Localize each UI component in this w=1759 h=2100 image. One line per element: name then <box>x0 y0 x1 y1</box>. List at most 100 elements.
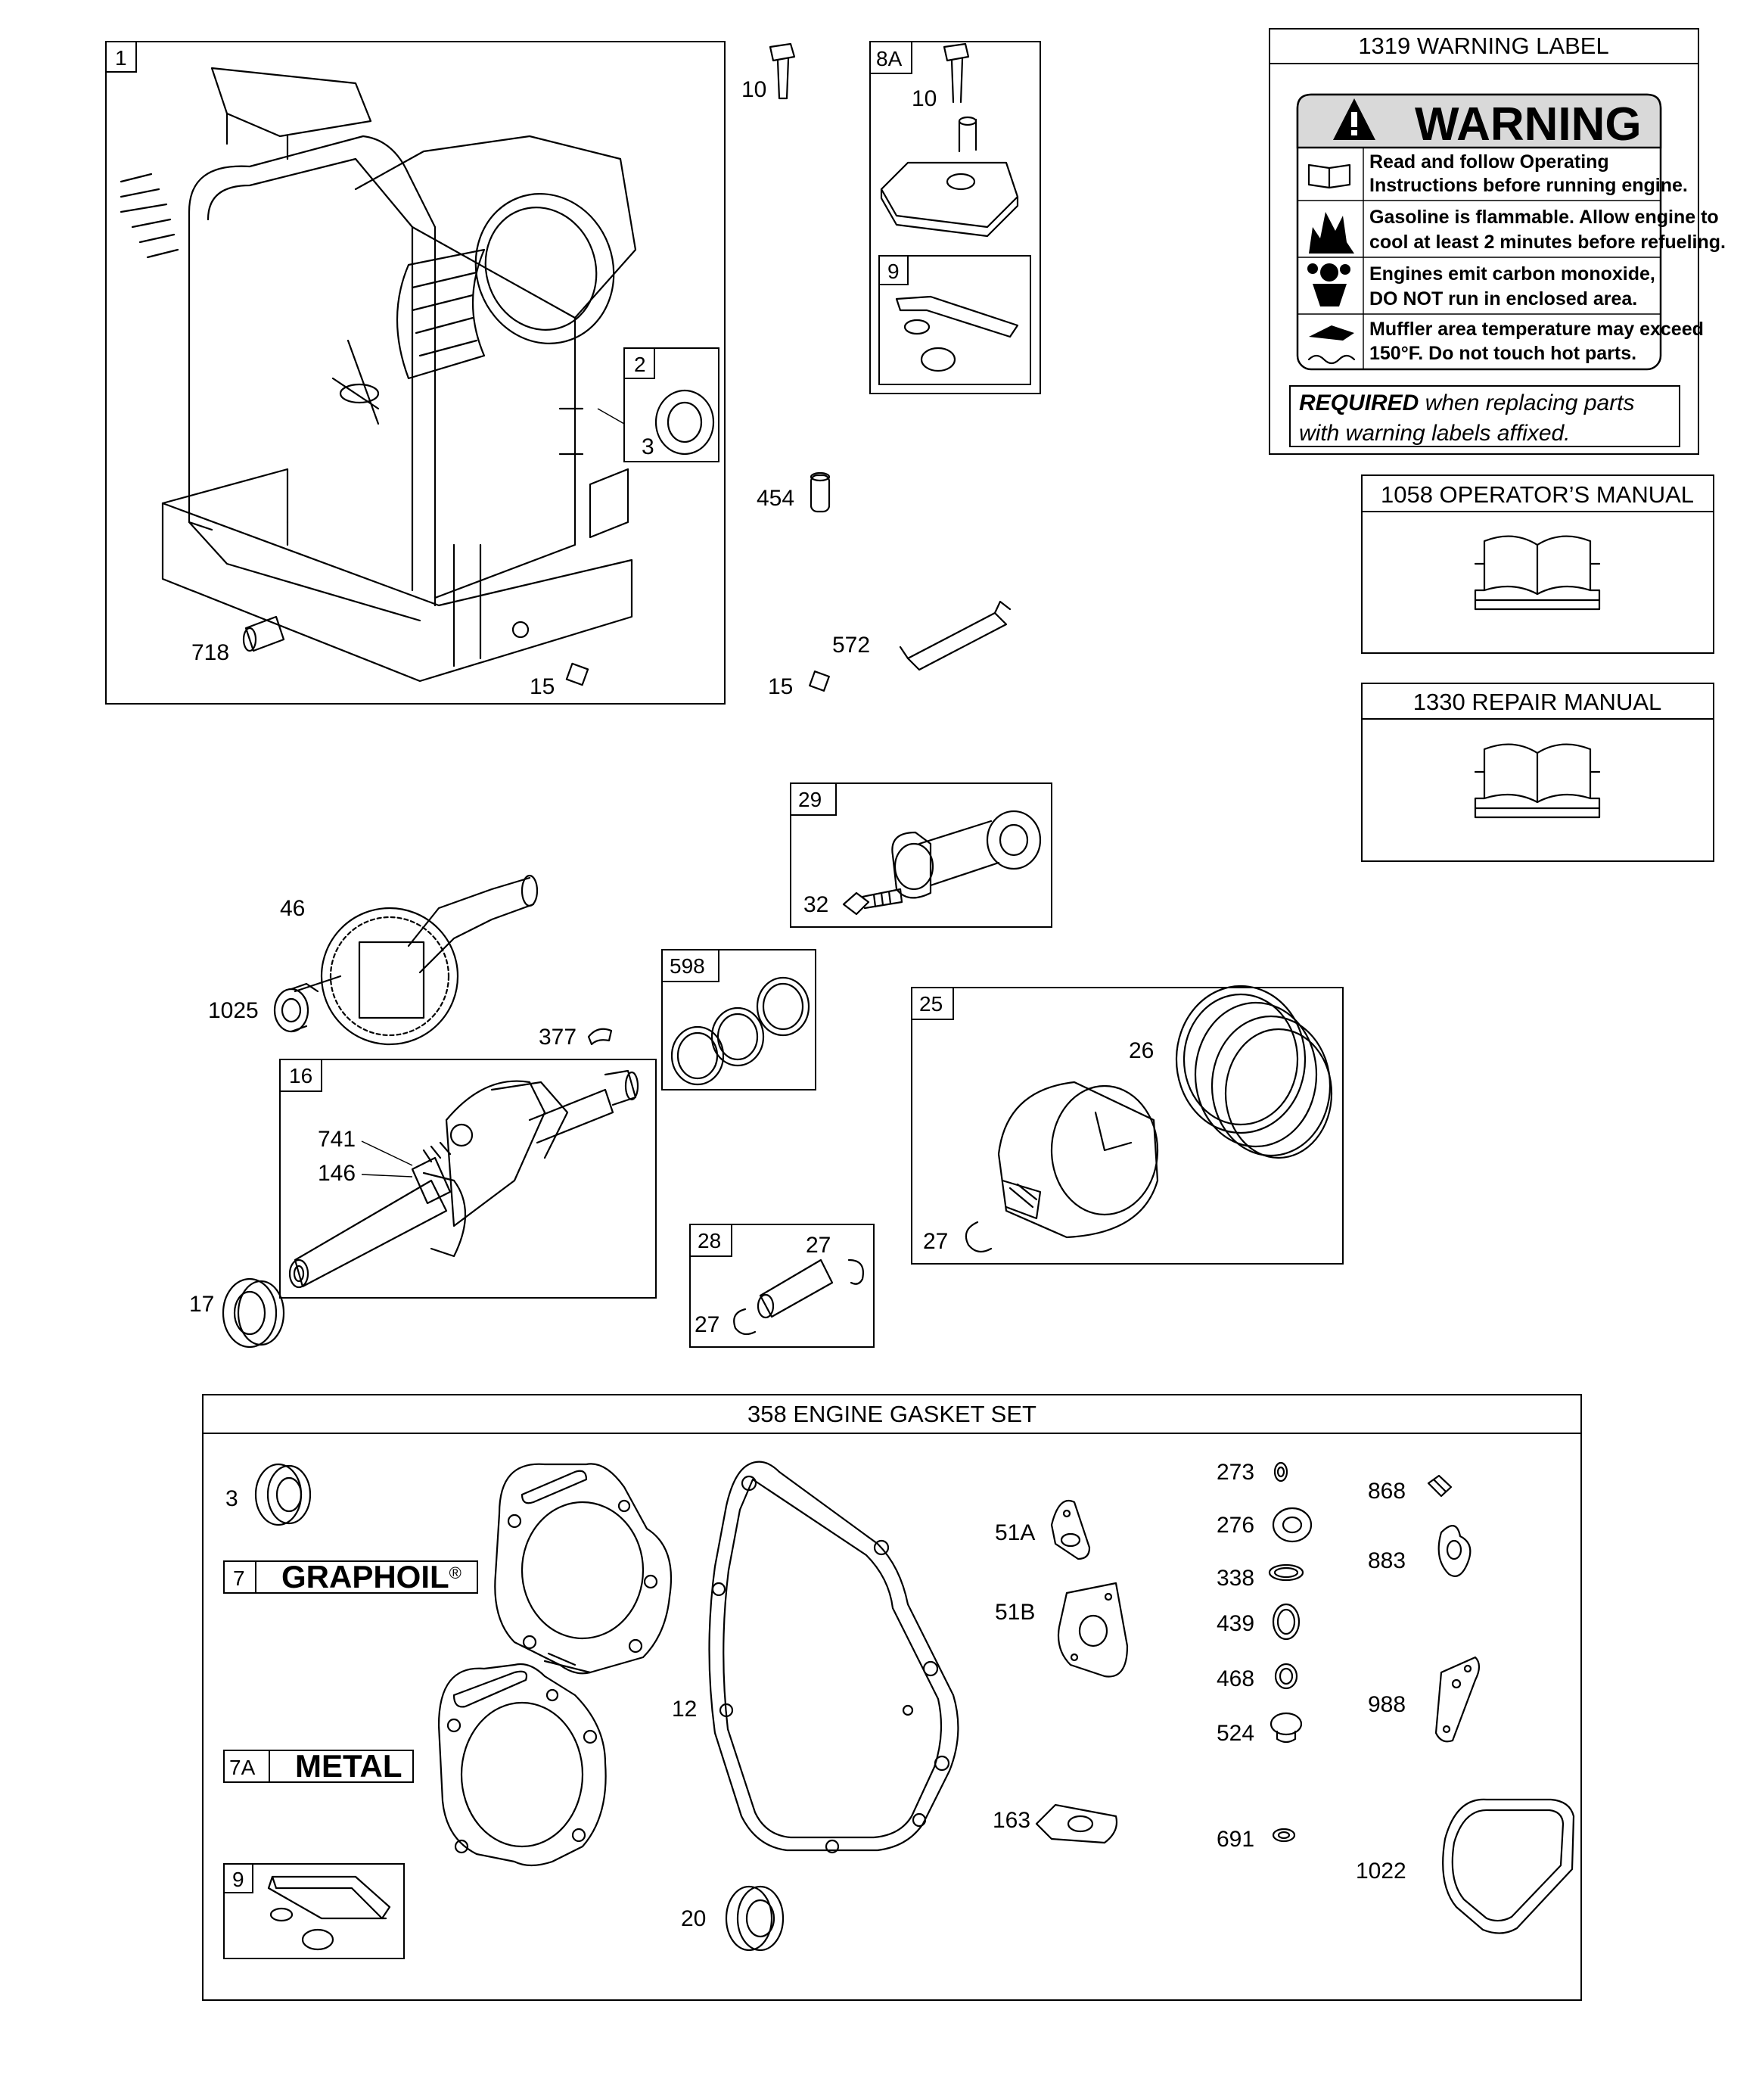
callout-10b: 10 <box>912 86 937 111</box>
screw-10b-illustration <box>943 42 970 104</box>
callout-868: 868 <box>1368 1479 1406 1504</box>
piston-box <box>911 987 1344 1265</box>
metal-label: METAL <box>295 1748 402 1784</box>
dowel-718-illustration <box>242 615 285 652</box>
callout-16: 16 <box>289 1064 312 1087</box>
warning-line-1: Read and follow Operating <box>1369 151 1609 173</box>
callout-27b: 27 <box>806 1233 831 1258</box>
callout-51a: 51A <box>995 1520 1035 1545</box>
callout-29: 29 <box>798 788 822 811</box>
callout-1: 1 <box>115 46 127 70</box>
crankcase-gasket-12-illustration <box>708 1461 959 1854</box>
warning-line-7: Muffler area temperature may exceed <box>1369 319 1704 340</box>
callout-box-28 <box>689 1224 732 1257</box>
head-gasket-7-illustration <box>494 1463 673 1675</box>
warning-title: WARNING <box>1415 98 1642 151</box>
oil-seal-3-illustration <box>654 389 715 456</box>
gasket-273-illustration <box>1273 1461 1288 1482</box>
warning-decal: WARNING Read and follow Operating Instru… <box>1296 93 1726 371</box>
callout-468: 468 <box>1217 1666 1254 1691</box>
head-gasket-7a-illustration <box>437 1663 607 1867</box>
plug-15b-illustration <box>809 670 830 692</box>
rings-598-illustration <box>670 976 810 1086</box>
hot-surface-icon <box>1307 325 1356 365</box>
piston-illustration <box>997 1081 1159 1239</box>
warning-line-5: Engines emit carbon monoxide, <box>1369 263 1655 285</box>
required-note-line-1: REQUIRED when replacing parts <box>1299 390 1635 415</box>
gasket-51a-illustration <box>1050 1500 1091 1560</box>
gasket-set-header: 358 ENGINE GASKET SET <box>747 1401 1036 1427</box>
callout-377: 377 <box>539 1025 576 1050</box>
gasket-883-illustration <box>1437 1525 1472 1577</box>
bearing-17-illustration <box>222 1277 285 1349</box>
callout-741: 741 <box>318 1127 356 1152</box>
callout-338: 338 <box>1217 1566 1254 1591</box>
gasket-1022-illustration <box>1442 1798 1575 1934</box>
crankshaft-illustration <box>288 1069 639 1289</box>
repair-manual-header: 1330 REPAIR MANUAL <box>1413 689 1662 715</box>
callout-572: 572 <box>832 633 870 658</box>
callout-box-29 <box>790 782 837 816</box>
graphoil-label: GRAPHOIL® <box>281 1559 462 1594</box>
callout-26: 26 <box>1129 1038 1154 1063</box>
callout-883: 883 <box>1368 1548 1406 1573</box>
gasket-691-illustration <box>1272 1828 1296 1843</box>
repair-manual-book-icon <box>1474 743 1601 819</box>
gasket-988-illustration <box>1434 1656 1481 1743</box>
callout-15b: 15 <box>768 674 793 699</box>
callout-46: 46 <box>280 896 305 921</box>
callout-524: 524 <box>1217 1721 1254 1746</box>
callout-gs-3: 3 <box>225 1486 238 1511</box>
key-377-illustration <box>587 1028 613 1046</box>
retainer-27a-illustration <box>965 1221 993 1253</box>
warning-line-4: cool at least 2 minutes before refueling… <box>1369 232 1726 253</box>
gasket-163-illustration <box>1035 1803 1118 1844</box>
plug-15-illustration <box>565 662 589 686</box>
manual-book-icon <box>1307 163 1351 189</box>
seal-3-illustration <box>254 1463 312 1526</box>
screw-10-illustration <box>769 42 796 100</box>
plug-524-illustration <box>1270 1712 1303 1744</box>
gasket-9-box <box>223 1863 405 1959</box>
gasket-276-illustration <box>1272 1507 1313 1543</box>
callout-1025: 1025 <box>208 998 259 1023</box>
gasket-468-illustration <box>1274 1663 1298 1690</box>
callout-988: 988 <box>1368 1692 1406 1717</box>
breather-box <box>869 41 1041 394</box>
gasket-set-box <box>202 1394 1582 2001</box>
required-note-box <box>1289 385 1680 447</box>
callout-7: 7 <box>233 1566 245 1590</box>
warning-line-8: 150°F. Do not touch hot parts. <box>1369 343 1636 364</box>
callout-17: 17 <box>189 1292 214 1317</box>
callout-691: 691 <box>1217 1827 1254 1852</box>
piston-pin-box <box>689 1224 875 1348</box>
callout-146: 146 <box>318 1161 356 1186</box>
callout-2: 2 <box>634 353 646 376</box>
gasket-439-illustration <box>1272 1603 1301 1641</box>
callout-box-9a <box>878 255 909 285</box>
required-note-line-2: with warning labels affixed. <box>1299 421 1571 446</box>
callout-box-16 <box>279 1059 322 1092</box>
callout-32: 32 <box>803 892 828 917</box>
callout-276: 276 <box>1217 1513 1254 1538</box>
warning-line-3: Gasoline is flammable. Allow engine to <box>1369 207 1719 228</box>
operators-manual-header: 1058 OPERATOR’S MANUAL <box>1381 481 1694 508</box>
callout-598: 598 <box>670 954 705 978</box>
callout-box-25 <box>911 987 954 1020</box>
callout-27a: 27 <box>923 1229 948 1254</box>
operators-manual-book-icon <box>1474 535 1601 611</box>
retainer-27b-illustration <box>847 1258 864 1285</box>
camshaft-illustration <box>294 874 539 1046</box>
gasket-9a-illustration <box>895 295 1019 372</box>
retainer-27c-illustration <box>733 1308 757 1336</box>
callout-15: 15 <box>530 674 555 699</box>
callout-28: 28 <box>698 1229 721 1252</box>
metal-label-box <box>269 1750 414 1783</box>
gasket-338-illustration <box>1268 1563 1304 1582</box>
warning-line-2: Instructions before running engine. <box>1369 175 1688 196</box>
callout-273: 273 <box>1217 1460 1254 1485</box>
callout-9a: 9 <box>887 260 900 283</box>
callout-718: 718 <box>191 640 229 665</box>
plug-868-illustration <box>1427 1474 1453 1498</box>
